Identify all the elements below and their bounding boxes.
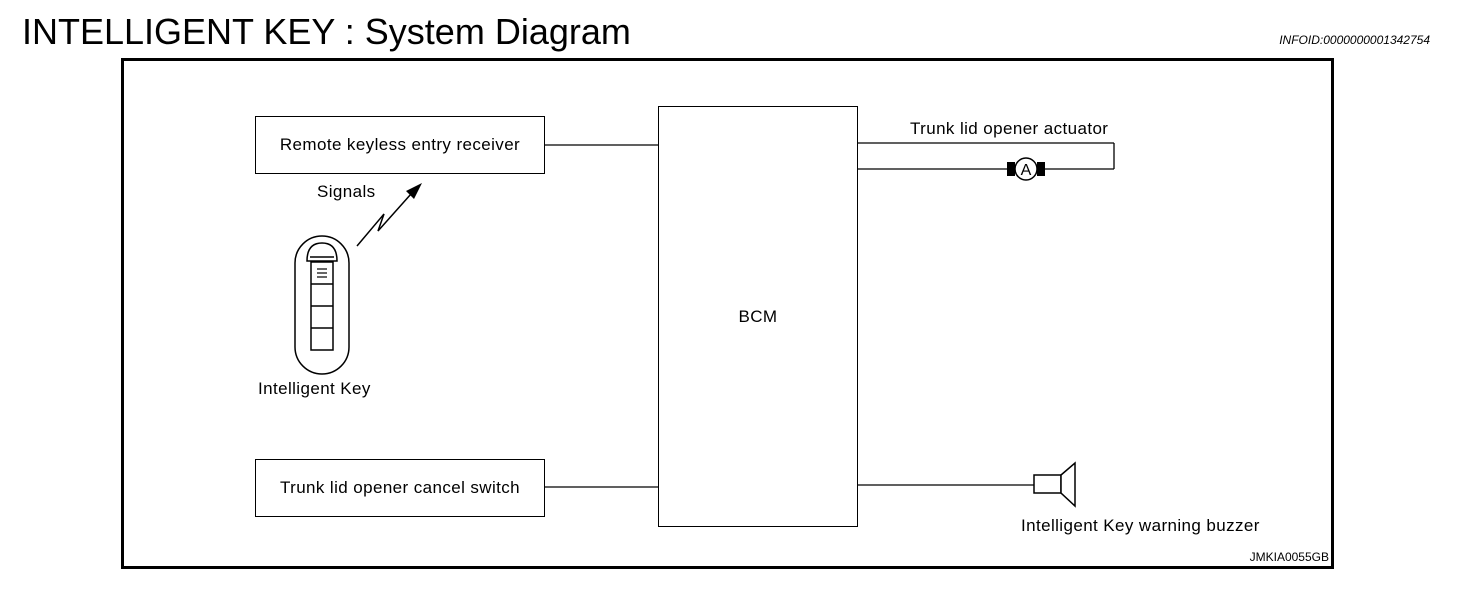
figure-code: JMKIA0055GB (1249, 550, 1329, 564)
page-title: INTELLIGENT KEY : System Diagram (22, 11, 631, 52)
info-id: INFOID:0000000001342754 (1279, 33, 1430, 47)
intelligent-key-fob-icon (294, 235, 350, 375)
buzzer-icon (1033, 461, 1076, 508)
trunk-lid-opener-cancel-switch-label: Trunk lid opener cancel switch (279, 478, 521, 497)
trunk-lid-opener-cancel-switch-box: Trunk lid opener cancel switch (255, 459, 545, 517)
system-diagram: A Remote keyless entry receiver (121, 58, 1334, 569)
bcm-box: BCM (658, 106, 858, 527)
warning-buzzer-label: Intelligent Key warning buzzer (1021, 516, 1260, 535)
intelligent-key-label: Intelligent Key (258, 379, 371, 398)
trunk-lid-opener-actuator-label: Trunk lid opener actuator (910, 119, 1109, 138)
remote-keyless-entry-receiver-box: Remote keyless entry receiver (255, 116, 545, 174)
wiring-lines: A (294, 142, 1115, 508)
actuator-motor-icon: A (1007, 157, 1045, 181)
signals-label: Signals (317, 182, 376, 201)
signal-arrow-icon (356, 183, 422, 247)
bcm-label: BCM (738, 306, 778, 326)
remote-keyless-entry-receiver-label: Remote keyless entry receiver (279, 135, 521, 154)
actuator-symbol: A (1021, 162, 1032, 179)
